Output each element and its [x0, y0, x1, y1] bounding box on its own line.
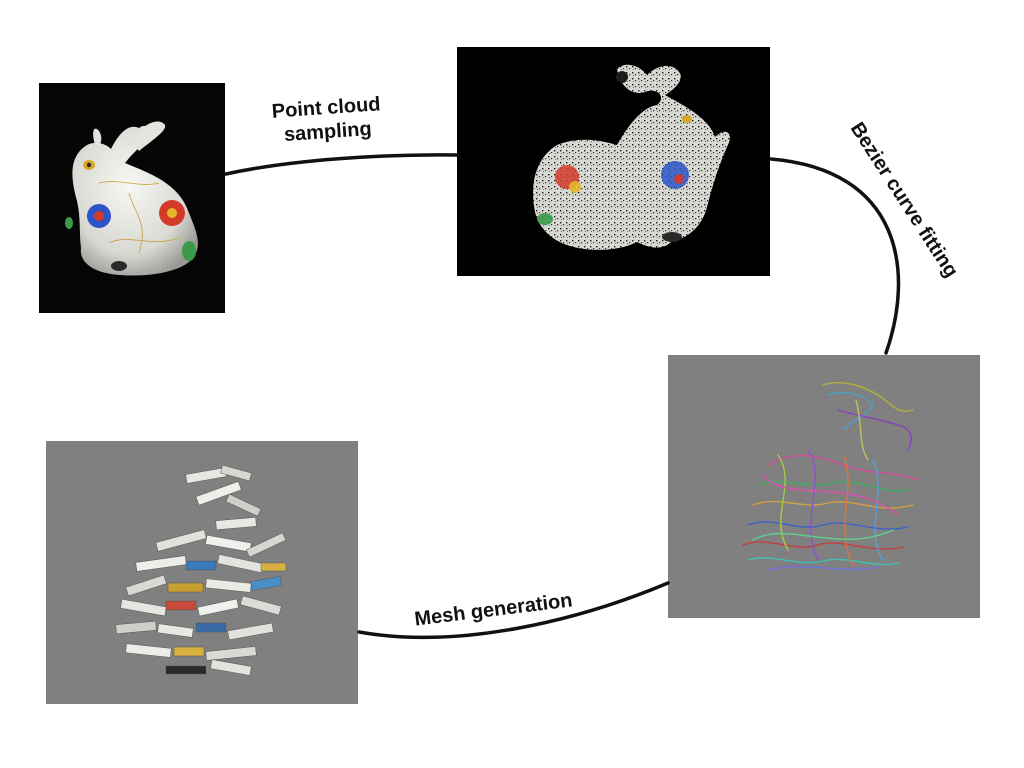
strip-mesh-bunny-illustration	[115, 464, 287, 676]
stage-point-cloud-image	[457, 47, 770, 276]
arrow-sampling	[224, 153, 459, 176]
stage-mesh-image	[46, 441, 358, 704]
stage-bezier-curves-image	[668, 355, 980, 618]
stage-original-image	[39, 83, 225, 313]
flower-red-icon	[159, 200, 185, 226]
label-bezier-curve-fitting: Bezier curve fitting	[845, 118, 963, 282]
point-cloud-bunny-illustration	[533, 64, 730, 250]
bezier-curves-bunny-illustration	[742, 382, 919, 571]
label-point-cloud-sampling: Point cloud sampling	[260, 92, 393, 149]
label-mesh-generation: Mesh generation	[413, 589, 574, 631]
original-bunny-illustration	[65, 121, 198, 276]
arrow-bezier-fitting	[769, 157, 901, 355]
flower-blue-icon	[87, 204, 111, 228]
